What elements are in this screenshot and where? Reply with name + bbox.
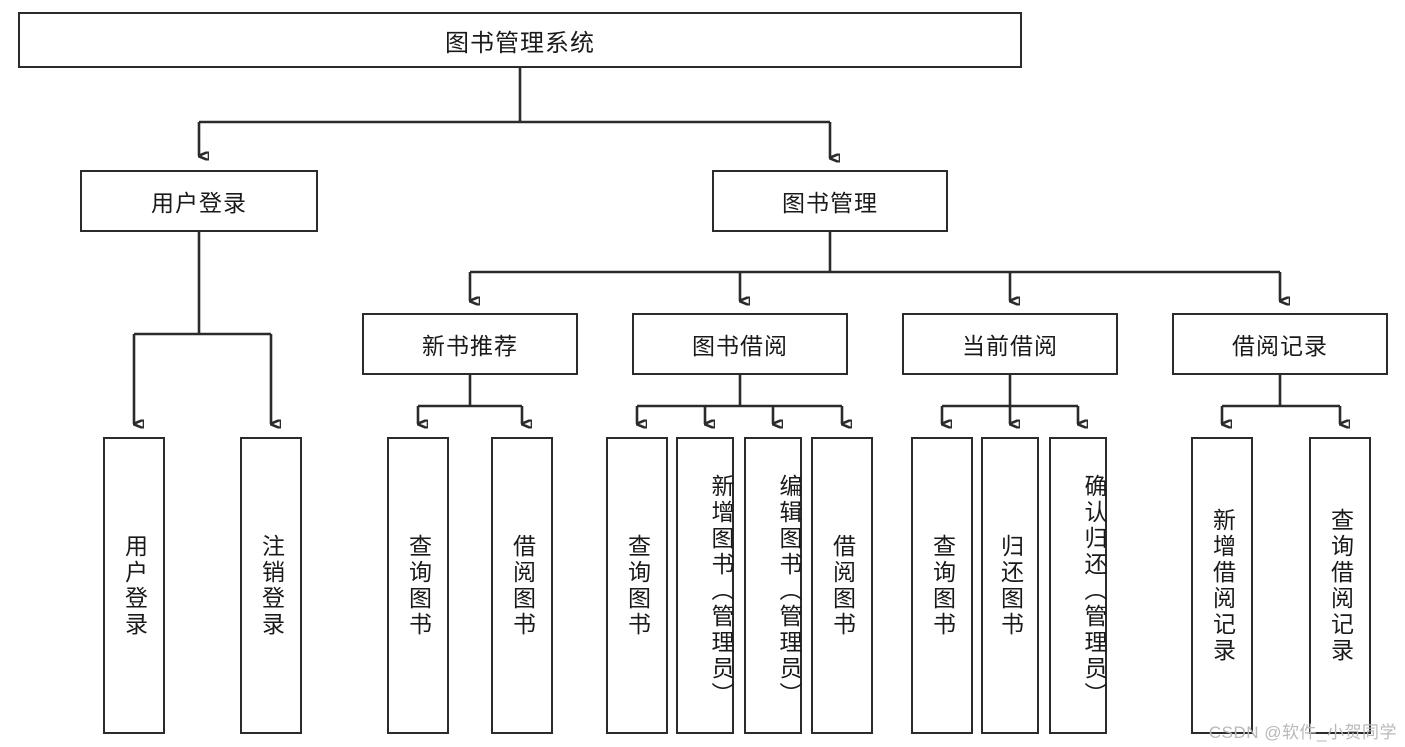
leaf-return-book[interactable]: 归还图书 — [981, 437, 1039, 734]
leaf-query-borrow-record[interactable]: 查询借阅记录 — [1309, 437, 1371, 734]
leaf-add-borrow-record[interactable]: 新增借阅记录 — [1191, 437, 1253, 734]
node-borrow-record[interactable]: 借阅记录 — [1172, 313, 1388, 375]
leaf-confirm-return-admin[interactable]: 确认归还（管理员） — [1049, 437, 1107, 734]
leaf-query-book-current[interactable]: 查询图书 — [911, 437, 973, 734]
leaf-edit-book-admin[interactable]: 编辑图书（管理员） — [744, 437, 802, 734]
node-root-book-management-system[interactable]: 图书管理系统 — [18, 12, 1022, 68]
leaf-user-login[interactable]: 用户登录 — [103, 437, 165, 734]
node-user-login[interactable]: 用户登录 — [80, 170, 318, 232]
leaf-query-book-borrow[interactable]: 查询图书 — [606, 437, 668, 734]
node-book-management[interactable]: 图书管理 — [712, 170, 948, 232]
node-current-borrow[interactable]: 当前借阅 — [902, 313, 1118, 375]
leaf-borrow-book-borrow[interactable]: 借阅图书 — [811, 437, 873, 734]
node-book-borrow[interactable]: 图书借阅 — [632, 313, 848, 375]
node-new-book-recommend[interactable]: 新书推荐 — [362, 313, 578, 375]
leaf-query-book-recommend[interactable]: 查询图书 — [387, 437, 449, 734]
leaf-logout-login[interactable]: 注销登录 — [240, 437, 302, 734]
leaf-add-book-admin[interactable]: 新增图书（管理员） — [676, 437, 734, 734]
leaf-borrow-book-recommend[interactable]: 借阅图书 — [491, 437, 553, 734]
csdn-watermark: CSDN @软件_小贺同学 — [1208, 723, 1397, 742]
